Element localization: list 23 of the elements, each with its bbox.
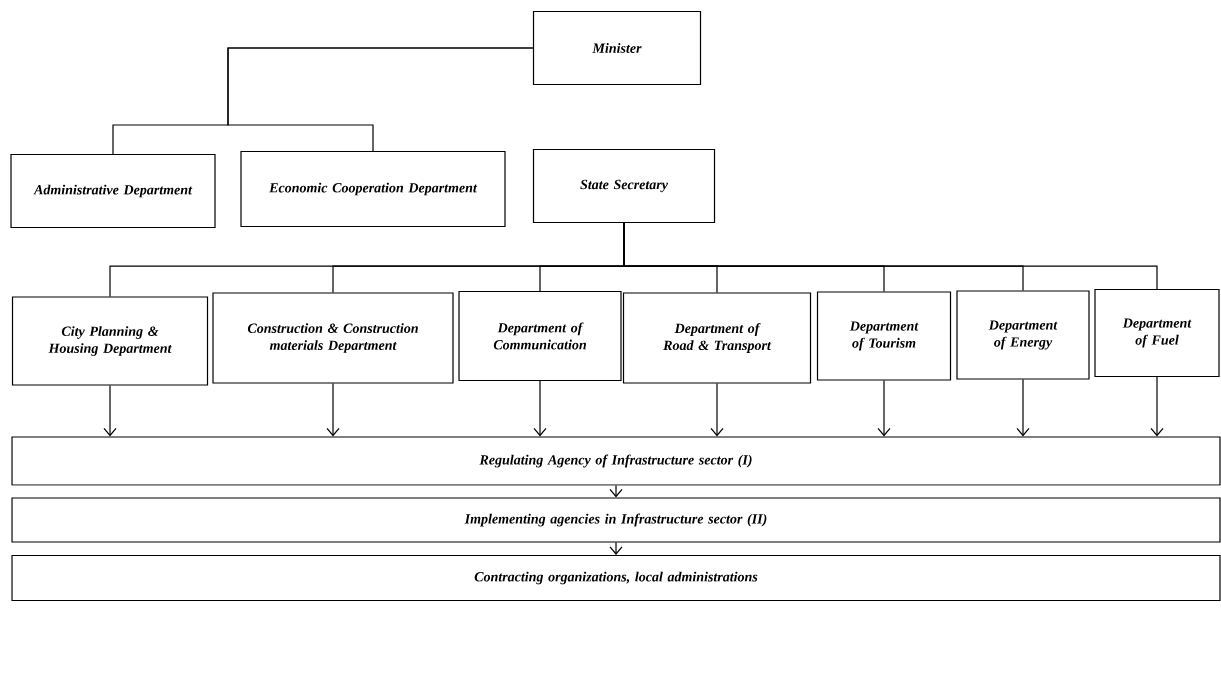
arrow bbox=[1150, 376, 1164, 437]
arrow bbox=[710, 383, 724, 437]
org-box: Contracting organizations, local administrations bbox=[11, 554, 1221, 602]
connector-line bbox=[227, 47, 534, 152]
org-box: Construction & Construction materials Department bbox=[212, 292, 454, 384]
org-box: Department of Tourism bbox=[816, 291, 952, 381]
org-box: Administrative Department bbox=[10, 153, 216, 229]
arrow bbox=[533, 380, 547, 437]
arrow bbox=[103, 385, 117, 437]
org-box: Department of Road & Transport bbox=[622, 292, 812, 384]
org-box: Minister bbox=[532, 10, 702, 86]
arrow bbox=[326, 383, 340, 437]
org-box: Department of Fuel bbox=[1094, 288, 1220, 378]
org-box: Regulating Agency of Infrastructure sector (I) bbox=[11, 436, 1221, 486]
org-box: State Secretary bbox=[532, 148, 716, 224]
org-box: Department of Energy bbox=[956, 290, 1090, 380]
org-box: Implementing agencies in Infrastructure sector (II) bbox=[11, 497, 1221, 543]
arrow bbox=[1016, 379, 1030, 437]
org-box: Department of Communication bbox=[458, 290, 622, 382]
org-box: City Planning & Housing Department bbox=[11, 296, 209, 386]
arrow bbox=[877, 380, 891, 437]
org-box: Economic Cooperation Department bbox=[240, 150, 506, 228]
connector-line bbox=[623, 222, 1158, 290]
